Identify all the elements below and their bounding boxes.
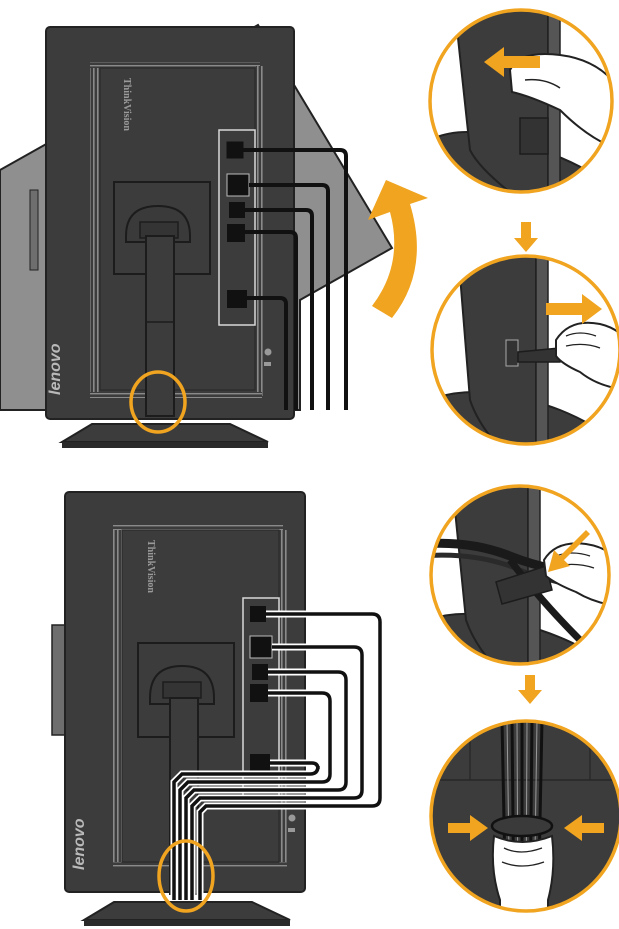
top-brand-logo: lenovo <box>47 343 64 395</box>
bottom-port-2 <box>250 636 272 658</box>
top-stand-base <box>62 424 268 442</box>
top-monitor-assembly: ThinkVision lenovo <box>0 25 428 448</box>
top-port-1 <box>227 142 243 158</box>
bottom-port-1 <box>250 606 266 622</box>
bottom-brand-logo: lenovo <box>71 818 88 870</box>
top-vent-top <box>90 62 260 68</box>
bottom-vent-right <box>280 530 287 865</box>
top-model-logo: ThinkVision <box>121 78 132 131</box>
bottom-stand-hinge-block <box>163 682 201 698</box>
bottom-port-5 <box>250 754 270 772</box>
tilted-monitor-side-button <box>30 190 38 270</box>
down-arrow-2-icon <box>518 675 542 704</box>
bottom-model-logo: ThinkVision <box>145 540 156 593</box>
detail-step-pull-cover <box>430 10 619 200</box>
bottom-audio-jack <box>289 815 296 822</box>
bottom-lock-slot <box>288 828 295 832</box>
top-port-3 <box>229 202 245 218</box>
detail-step-clamp-ring <box>420 720 619 920</box>
top-stand-base-edge <box>62 442 268 448</box>
top-port-2 <box>227 174 249 196</box>
bottom-port-3 <box>252 664 268 680</box>
cable-clamp-ring <box>492 816 552 836</box>
top-stand-neck <box>146 236 174 416</box>
detail-step-pull-clip <box>430 250 619 460</box>
top-port-4 <box>227 224 245 242</box>
top-lock-slot <box>264 362 271 366</box>
bottom-stand-base-edge <box>84 920 290 926</box>
top-vent-left <box>90 66 99 396</box>
top-audio-jack <box>265 349 272 356</box>
down-arrow-1-icon <box>514 222 538 252</box>
bottom-port-4 <box>250 684 268 702</box>
top-vent-bottom <box>90 392 262 398</box>
bottom-monitor-assembly: ThinkVision lenovo <box>52 492 380 926</box>
detail-step-insert-cables <box>420 480 619 680</box>
bottom-vent-left <box>113 530 122 865</box>
top-port-5 <box>227 290 247 308</box>
bottom-side-button <box>52 625 66 735</box>
bottom-vent-top <box>113 524 283 530</box>
